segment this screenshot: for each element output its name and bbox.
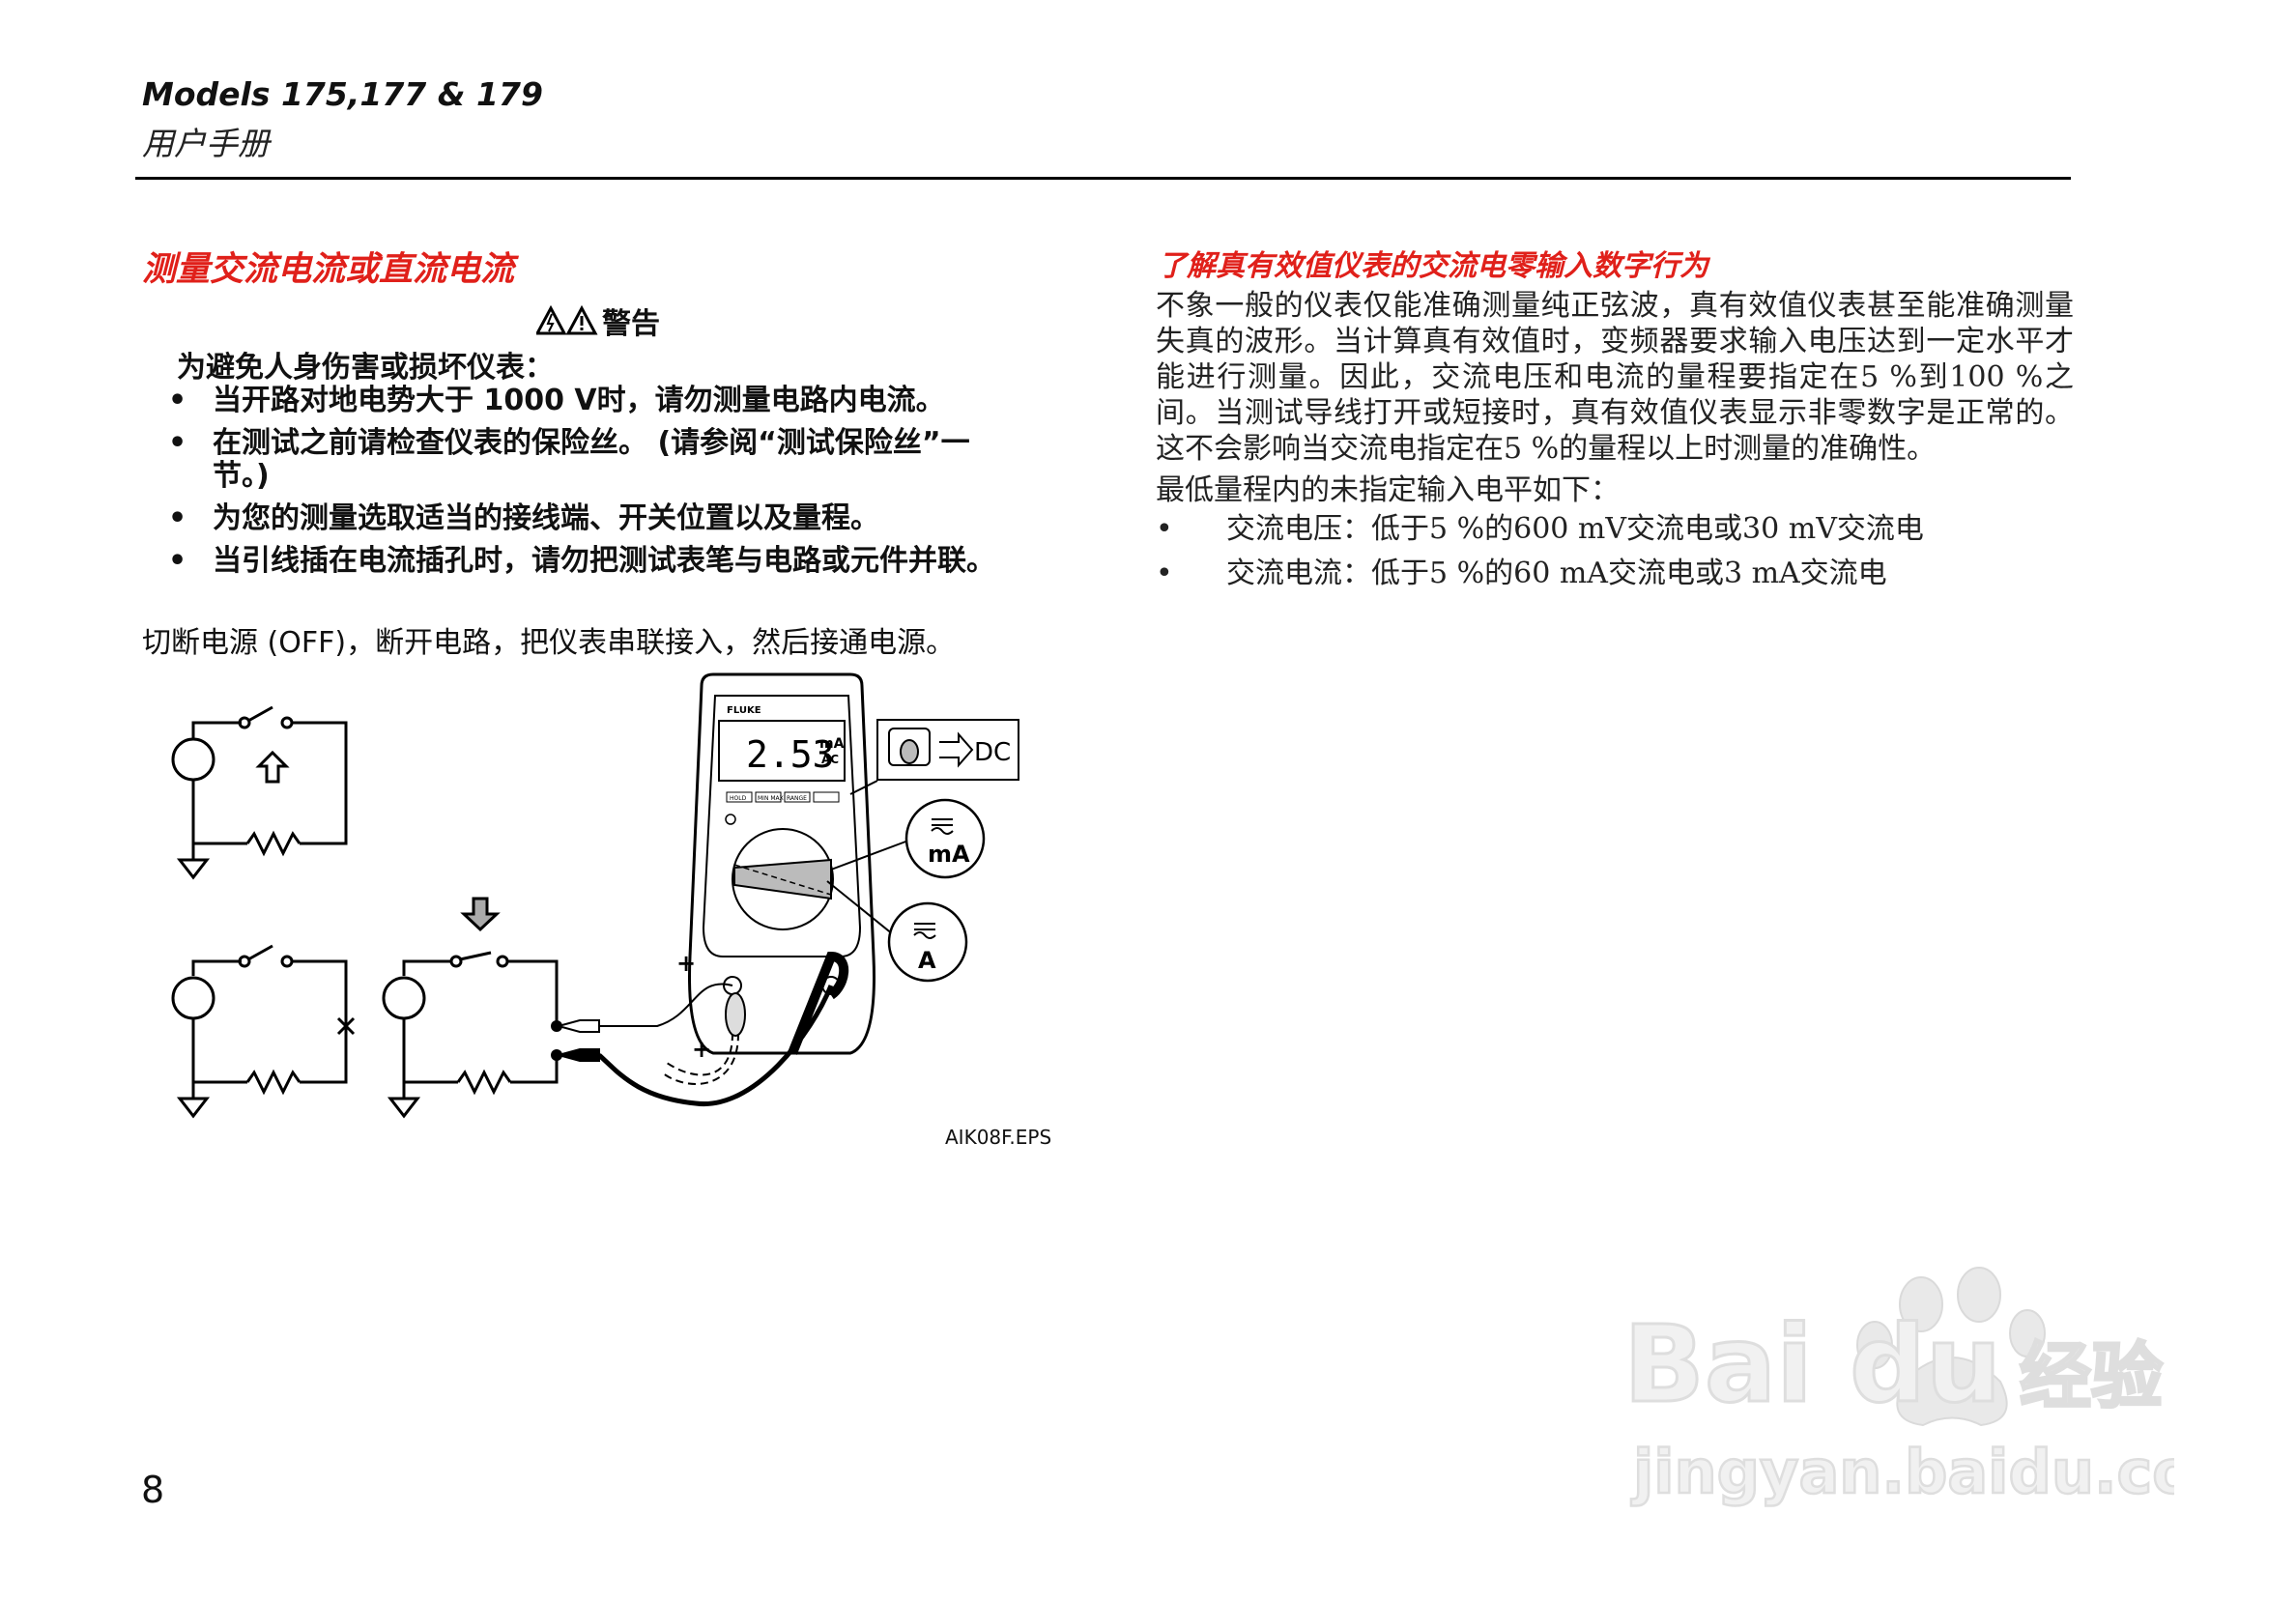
watermark-brand: Bai du [1623,1302,2001,1426]
figure-caption: AIK08F.EPS [945,1126,1052,1149]
list-item: •为您的测量选取适当的接线端、开关位置以及量程。 [168,501,879,535]
range-callout-a: A [826,880,968,983]
list-item: •在测试之前请检查仪表的保险丝。 (请参阅“测试保险丝”一节。) [168,426,970,493]
range-button[interactable] [784,791,811,803]
svg-text:HOLD: HOLD [730,795,747,802]
warning-icon [536,305,598,335]
header-rule [135,177,2071,180]
svg-text:+: + [676,950,696,977]
display-mode: AC [821,753,839,766]
circuit-open [171,944,356,1119]
watermark-url: jingyan.baidu.com [1630,1437,2174,1507]
hold-button[interactable] [726,791,753,803]
warning-label: 警告 [602,307,660,341]
svg-text:RANGE: RANGE [787,795,807,802]
list-lead: 最低量程内的未指定输入电平如下： [1156,473,1620,507]
minmax-button[interactable] [755,791,782,803]
display-value: 2.53 [746,733,835,776]
manual-model-title: Models 175,177 & 179 [142,75,543,113]
svg-text:MIN MAX: MIN MAX [758,795,784,802]
warning-heading: 警告 [536,300,660,342]
current-measurement-diagram: FLUKE 2.53 mA AC HOLD MIN MAX RANGE DC [171,672,1019,1119]
section-title-true-rms: 了解真有效值仪表的交流电零输入数字行为 [1158,249,1708,283]
circuit-series [382,897,559,1119]
dc-callout: DC [849,719,1019,795]
body-paragraph: 不象一般的仪表仅能准确测量纯正弦波，真有效值仪表甚至能准确测量失真的波形。当计算… [1156,289,2074,466]
warning-intro: 为避免人身伤害或损坏仪表： [177,351,554,385]
baidu-watermark-logo: Bai du 经验 jingyan.baidu.com [1622,1267,2174,1508]
range-ma-label: mA [928,841,970,868]
display-unit: mA [819,736,845,752]
list-item: •当引线插在电流插孔时，请勿把测试表笔与电路或元件并联。 [168,544,995,578]
test-leads: + + [555,950,849,1106]
page-number: 8 [141,1469,165,1511]
circuit-closed [171,705,348,880]
list-item: •交流电流：低于5 %的60 mA交流电或3 mA交流电 [1156,557,1887,590]
list-item: •当开路对地电势大于 1000 V时，请勿测量电路内电流。 [168,384,945,417]
unspecified-input-list: •交流电压：低于5 %的600 mV交流电或30 mV交流电 •交流电流：低于5… [1156,512,1924,601]
list-item: •交流电压：低于5 %的600 mV交流电或30 mV交流电 [1156,512,1924,546]
section-title-measure-current: 测量交流电流或直流电流 [142,250,515,289]
svg-text:经验: 经验 [2020,1335,2163,1418]
range-callout-ma: mA [830,798,986,879]
procedure-text: 切断电源 (OFF)，断开电路，把仪表串联接入，然后接通电源。 [142,626,956,660]
blank-button[interactable] [813,791,840,803]
manual-subtitle: 用户手册 [142,125,270,162]
svg-text:+: + [692,1036,711,1063]
warning-list: •当开路对地电势大于 1000 V时，请勿测量电路内电流。 •在测试之前请检查仪… [168,384,1005,587]
range-a-label: A [918,947,936,974]
dc-label: DC [974,738,1011,767]
brand-label: FLUKE [727,705,761,716]
